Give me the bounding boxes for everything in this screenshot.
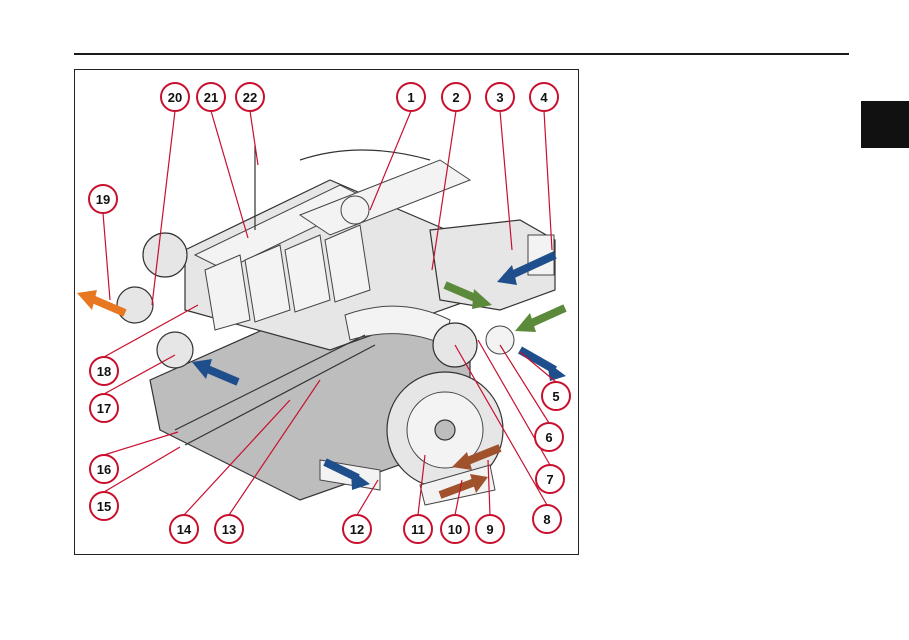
callout-1: 1 — [396, 82, 426, 112]
callout-21: 21 — [196, 82, 226, 112]
arrow-blue-bottom-head — [351, 470, 370, 490]
callout-17: 17 — [89, 393, 119, 423]
svg-text:17: 17 — [97, 401, 111, 416]
callout-13: 13 — [214, 514, 244, 544]
chapter-tab — [861, 101, 909, 148]
svg-text:7: 7 — [546, 472, 553, 487]
svg-text:13: 13 — [222, 522, 236, 537]
arrow-blue-left-head — [192, 359, 212, 379]
arrow-brown-upper — [463, 444, 502, 466]
arrow-blue-inlet-right-head — [497, 265, 517, 285]
svg-text:11: 11 — [411, 522, 425, 537]
callout-19: 19 — [88, 184, 118, 214]
svg-text:5: 5 — [552, 389, 559, 404]
callout-6: 6 — [534, 422, 564, 452]
arrow-orange-left — [88, 294, 127, 317]
leader-lines — [102, 110, 557, 516]
svg-text:22: 22 — [243, 90, 257, 105]
svg-text:9: 9 — [486, 522, 493, 537]
svg-text:21: 21 — [204, 90, 218, 105]
svg-text:12: 12 — [350, 522, 364, 537]
svg-text:18: 18 — [97, 364, 111, 379]
svg-text:4: 4 — [540, 90, 548, 105]
svg-text:16: 16 — [97, 462, 111, 477]
svg-text:2: 2 — [452, 90, 459, 105]
arrow-green-right-2-head — [515, 313, 536, 332]
arrow-green-right-1-head — [472, 289, 492, 309]
arrow-brown-upper-head — [452, 452, 472, 470]
svg-text:19: 19 — [96, 192, 110, 207]
callout-2: 2 — [441, 82, 471, 112]
callout-5: 5 — [541, 381, 571, 411]
arrow-brown-lower — [438, 478, 477, 499]
callout-9: 9 — [475, 514, 505, 544]
callout-16: 16 — [89, 454, 119, 484]
svg-text:8: 8 — [543, 512, 550, 527]
engine-figure-frame — [74, 69, 579, 555]
svg-text:6: 6 — [545, 430, 552, 445]
arrow-blue-outlet-right-head — [547, 362, 566, 381]
arrow-brown-lower-head — [470, 474, 488, 493]
svg-text:15: 15 — [97, 499, 111, 514]
callout-3: 3 — [485, 82, 515, 112]
svg-text:1: 1 — [407, 90, 414, 105]
callout-7: 7 — [535, 464, 565, 494]
svg-text:14: 14 — [177, 522, 192, 537]
svg-text:20: 20 — [168, 90, 182, 105]
arrow-blue-left — [203, 364, 240, 386]
svg-text:3: 3 — [496, 90, 503, 105]
callout-20: 20 — [160, 82, 190, 112]
flow-arrows — [77, 251, 567, 499]
arrow-orange-left-head — [77, 290, 97, 310]
callout-4: 4 — [529, 82, 559, 112]
callout-18: 18 — [89, 356, 119, 386]
callout-14: 14 — [169, 514, 199, 544]
callout-8: 8 — [532, 504, 562, 534]
header-rule — [74, 53, 849, 55]
callout-10: 10 — [440, 514, 470, 544]
callout-12: 12 — [342, 514, 372, 544]
callout-11: 11 — [403, 514, 433, 544]
svg-text:10: 10 — [448, 522, 462, 537]
callout-15: 15 — [89, 491, 119, 521]
callout-22: 22 — [235, 82, 265, 112]
